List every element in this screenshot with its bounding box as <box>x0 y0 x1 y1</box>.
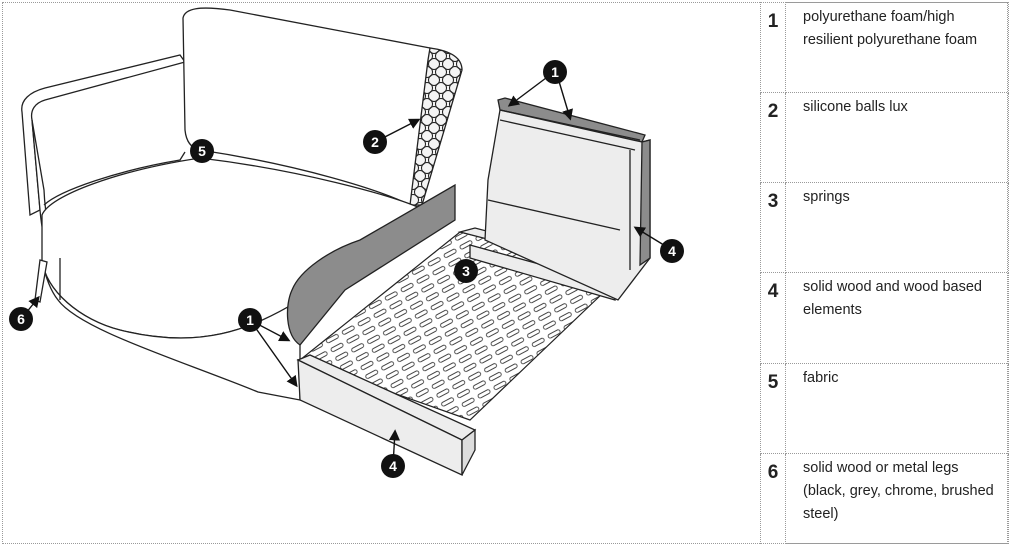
sofa-cutaway-illustration: 1 1 2 3 4 4 5 6 <box>9 7 684 478</box>
callout-2: 2 <box>363 130 387 154</box>
callout-3: 3 <box>454 259 478 283</box>
svg-text:5: 5 <box>198 143 206 159</box>
legend-description: silicone balls lux <box>785 92 1009 184</box>
back-cushion <box>182 7 463 206</box>
legend-description: solid wood or metal legs (black, grey, c… <box>785 452 1009 545</box>
legend-description: springs <box>785 182 1009 274</box>
callout-6: 6 <box>9 307 33 331</box>
svg-text:4: 4 <box>668 243 676 259</box>
legend-number: 5 <box>760 362 786 454</box>
legend-row: 6 solid wood or metal legs (black, grey,… <box>760 452 1009 545</box>
callout-1-front: 1 <box>238 308 262 332</box>
legend-row: 3 springs <box>760 182 1009 274</box>
materials-legend: 1 polyurethane foam/high resilient polyu… <box>760 1 1009 545</box>
sofa-leg <box>34 259 48 303</box>
svg-text:6: 6 <box>17 311 25 327</box>
svg-text:4: 4 <box>389 458 397 474</box>
legend-number: 3 <box>760 182 786 274</box>
legend-description: polyurethane foam/high resilient polyure… <box>785 1 1009 94</box>
callout-5: 5 <box>190 139 214 163</box>
legend-number: 1 <box>760 1 786 94</box>
legend-number: 4 <box>760 272 786 364</box>
legend-row: 5 fabric <box>760 362 1009 454</box>
legend-row: 2 silicone balls lux <box>760 92 1009 184</box>
svg-text:1: 1 <box>551 64 559 80</box>
seat-side-foam <box>286 183 456 346</box>
legend-number: 6 <box>760 452 786 545</box>
legend-description: solid wood and wood based elements <box>785 272 1009 364</box>
legend-row: 4 solid wood and wood based elements <box>760 272 1009 364</box>
legend-row: 1 polyurethane foam/high resilient polyu… <box>760 1 1009 94</box>
callout-4-front: 4 <box>381 454 405 478</box>
svg-text:1: 1 <box>246 312 254 328</box>
svg-text:2: 2 <box>371 134 379 150</box>
callout-1-top: 1 <box>543 60 567 84</box>
callout-4-side: 4 <box>660 239 684 263</box>
front-wooden-rail <box>296 354 477 477</box>
svg-text:3: 3 <box>462 263 470 279</box>
legend-description: fabric <box>785 362 1009 454</box>
legend-number: 2 <box>760 92 786 184</box>
